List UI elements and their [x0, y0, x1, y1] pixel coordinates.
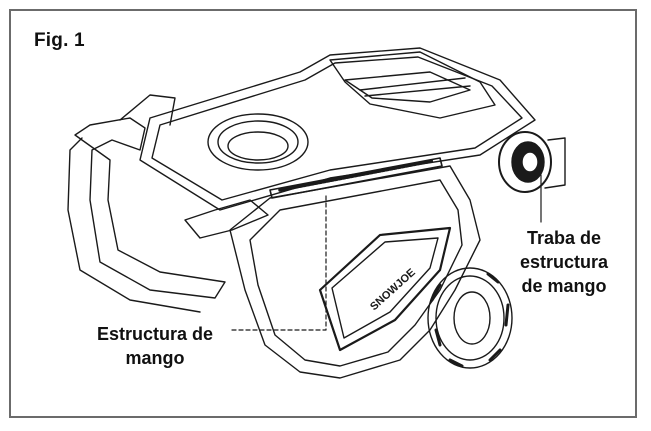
callout-handle-lock-line2: estructura	[519, 252, 609, 272]
callout-handle-frame-line1: Estructura de	[96, 324, 214, 344]
callout-handle-lock-line1: Traba de	[526, 228, 602, 248]
figure-frame	[9, 9, 637, 418]
callout-handle-frame-line2: mango	[125, 348, 185, 368]
top-cover	[139, 47, 536, 211]
figure-title: Fig. 1	[34, 30, 85, 51]
front-handle	[67, 94, 269, 313]
side-panel: SNOWJOE	[318, 226, 452, 352]
chute-opening	[207, 113, 309, 171]
rear-wheel	[427, 267, 513, 369]
callout-handle-lock-line3: de mango	[521, 276, 607, 296]
callout-handle-lock: Traba de estructura de mango	[506, 226, 622, 298]
handle-frame-bar	[269, 157, 443, 199]
leader-handle-frame	[231, 195, 327, 331]
callout-leaders	[231, 174, 542, 331]
handle-lock-knob	[498, 131, 566, 193]
callout-handle-frame: Estructura de mango	[80, 322, 230, 370]
auger-housing	[229, 165, 481, 379]
